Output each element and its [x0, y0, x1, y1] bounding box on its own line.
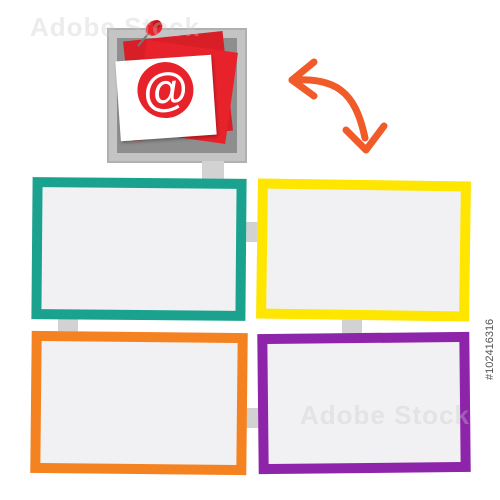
email-at-icon: @ — [135, 60, 196, 120]
frame-teal — [31, 177, 247, 321]
email-card: @ — [115, 54, 217, 142]
frame-orange — [30, 330, 248, 476]
frame-yellow — [256, 178, 471, 322]
frame-purple — [257, 331, 471, 475]
curved-double-arrow-icon — [288, 58, 388, 154]
stock-id: #102416316 — [484, 318, 496, 380]
connector-top — [202, 161, 224, 181]
email-at-symbol: @ — [141, 61, 190, 117]
pushpin-icon — [137, 20, 163, 47]
connector-h-top — [242, 222, 260, 242]
